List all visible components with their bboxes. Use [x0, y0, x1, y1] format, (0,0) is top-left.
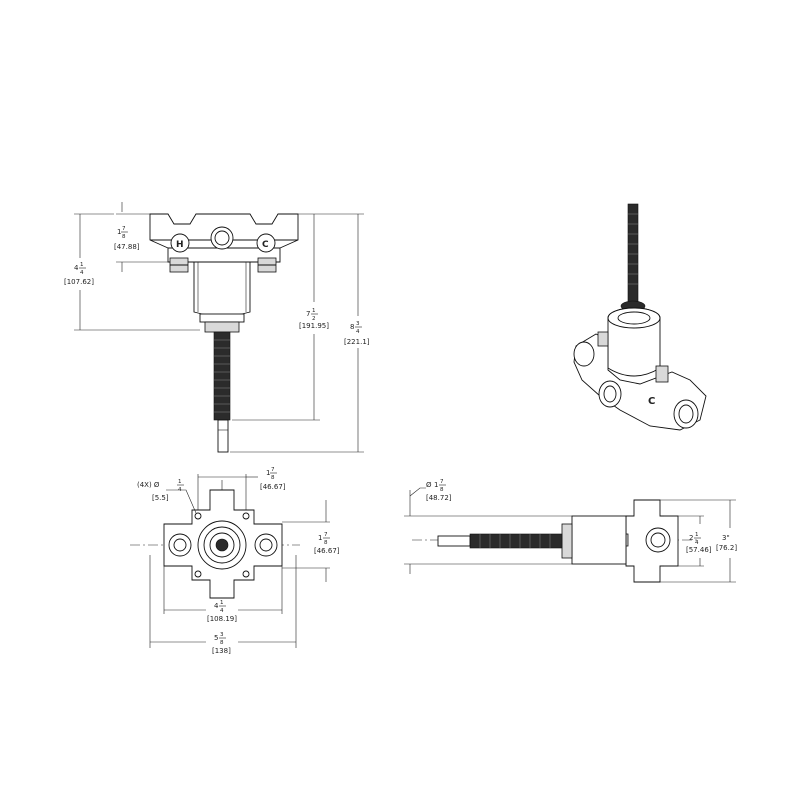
- side-dia-den: 8: [440, 487, 444, 493]
- side-dia-mm: [48.72]: [426, 494, 452, 502]
- bottom-dim-right-mm: [46.67]: [314, 547, 340, 555]
- bottom-view: (4X) Ø 1 4 [5.5] 1 7 8 [46.67] 1 7 8 [46…: [130, 467, 340, 655]
- iso-left-port: [573, 341, 595, 367]
- front-dim-mid-whole: 7: [306, 310, 310, 318]
- side-dim-inner-whole: 2: [689, 534, 693, 542]
- iso-view: C: [573, 203, 707, 431]
- front-cold-label: C: [262, 240, 269, 250]
- bottom-dim-b1-num: 1: [220, 600, 224, 606]
- bottom-dim-b1-den: 4: [220, 608, 224, 614]
- bottom-hole-bl: [194, 570, 202, 578]
- side-stem: [469, 533, 563, 549]
- bottom-dim-b1-whole: 4: [214, 602, 219, 610]
- front-dim-top-den: 8: [122, 234, 126, 240]
- side-dia-whole: 1: [434, 481, 438, 489]
- front-dim-right-num: 3: [356, 321, 360, 327]
- side-dim-outer-whole: 3": [722, 534, 730, 542]
- front-dim-left-whole: 4: [74, 264, 79, 272]
- front-center-port: [210, 226, 234, 250]
- bottom-holes-num: 1: [178, 479, 182, 485]
- bottom-dim-b2-mm: [138]: [212, 647, 231, 655]
- side-dia-prefix: Ø: [426, 481, 432, 489]
- front-dim-right-whole: 8: [350, 323, 354, 331]
- bottom-dim-right-whole: 1: [318, 534, 322, 542]
- bottom-dim-b2-num: 3: [220, 632, 224, 638]
- bottom-dim-right-den: 8: [324, 540, 328, 546]
- front-dim-top-whole: 1: [117, 228, 121, 236]
- bottom-hole-br: [242, 570, 250, 578]
- iso-front-port: [598, 380, 622, 408]
- side-dim-inner-den: 4: [695, 540, 699, 546]
- side-dim-inner-num: 1: [695, 532, 699, 538]
- iso-valve-body: [573, 333, 707, 431]
- side-dim-outer-mm: [76.2]: [716, 544, 737, 552]
- bottom-dim-top-mm: [46.67]: [260, 483, 286, 491]
- bottom-dim-top-num: 7: [271, 467, 275, 473]
- front-dim-right-den: 4: [356, 329, 360, 335]
- front-hot-label: H: [176, 240, 184, 250]
- iso-right-port: [673, 399, 699, 429]
- bottom-dim-b2-den: 8: [220, 640, 224, 646]
- front-dim-mid-den: 2: [312, 316, 316, 322]
- bottom-dim-b1-mm: [108.19]: [207, 615, 237, 623]
- front-dim-left-den: 4: [80, 270, 84, 276]
- side-port: [645, 527, 671, 553]
- bottom-left-port: [168, 533, 192, 557]
- front-dim-top-mm: [47.88]: [114, 243, 140, 251]
- bottom-dim-b2-whole: 5: [214, 634, 218, 642]
- bottom-dim-top-den: 8: [271, 475, 275, 481]
- front-dim-left-num: 1: [80, 262, 84, 268]
- side-cartridge: [571, 515, 627, 565]
- bottom-dim-top-whole: 1: [266, 469, 270, 477]
- iso-cold-label: C: [648, 396, 655, 407]
- bottom-dim-right-num: 7: [324, 532, 328, 538]
- front-dim-top-num: 7: [122, 226, 126, 232]
- bottom-holes-mm: [5.5]: [152, 494, 169, 502]
- side-dia-num: 7: [440, 479, 444, 485]
- front-dim-left-mm: [107.62]: [64, 278, 94, 286]
- bottom-right-port: [254, 533, 278, 557]
- side-view: Ø 1 7 8 [48.72] 2 1 4 [57.46] 3" [76.2]: [404, 479, 737, 583]
- front-cartridge: [193, 261, 251, 317]
- front-stem: [213, 331, 231, 421]
- front-dim-mid-num: 1: [312, 308, 316, 314]
- bottom-hole-tr: [242, 512, 250, 520]
- front-dim-mid-mm: [191.95]: [299, 322, 329, 330]
- front-dim-right-mm: [221.1]: [344, 338, 370, 346]
- bottom-hole-tl: [194, 512, 202, 520]
- side-dim-inner-mm: [57.46]: [686, 546, 712, 554]
- bottom-holes-prefix: (4X) Ø: [137, 481, 160, 489]
- front-view: H C 1 7 8 [47.88]: [64, 202, 370, 453]
